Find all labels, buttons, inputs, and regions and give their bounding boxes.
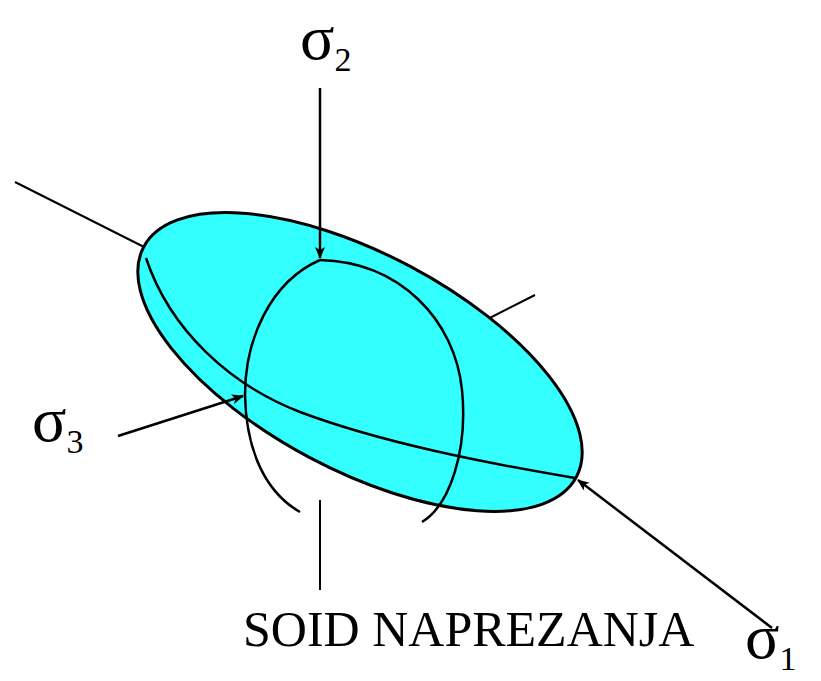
ellipsoid-section xyxy=(245,260,320,512)
axis-line xyxy=(319,500,321,590)
ellipsoid-section xyxy=(320,260,463,522)
ellipsoid-section xyxy=(146,258,575,478)
stress-arrow xyxy=(118,396,243,436)
stress-label: σ3 xyxy=(32,388,84,459)
ellipsoid-body xyxy=(93,152,627,573)
stress-label: σ1 xyxy=(745,605,797,676)
axis-line xyxy=(15,182,150,250)
stress-label: σ2 xyxy=(300,6,352,77)
stress-arrow xyxy=(319,88,322,258)
caption: SOID NAPREZANJA xyxy=(243,604,694,654)
